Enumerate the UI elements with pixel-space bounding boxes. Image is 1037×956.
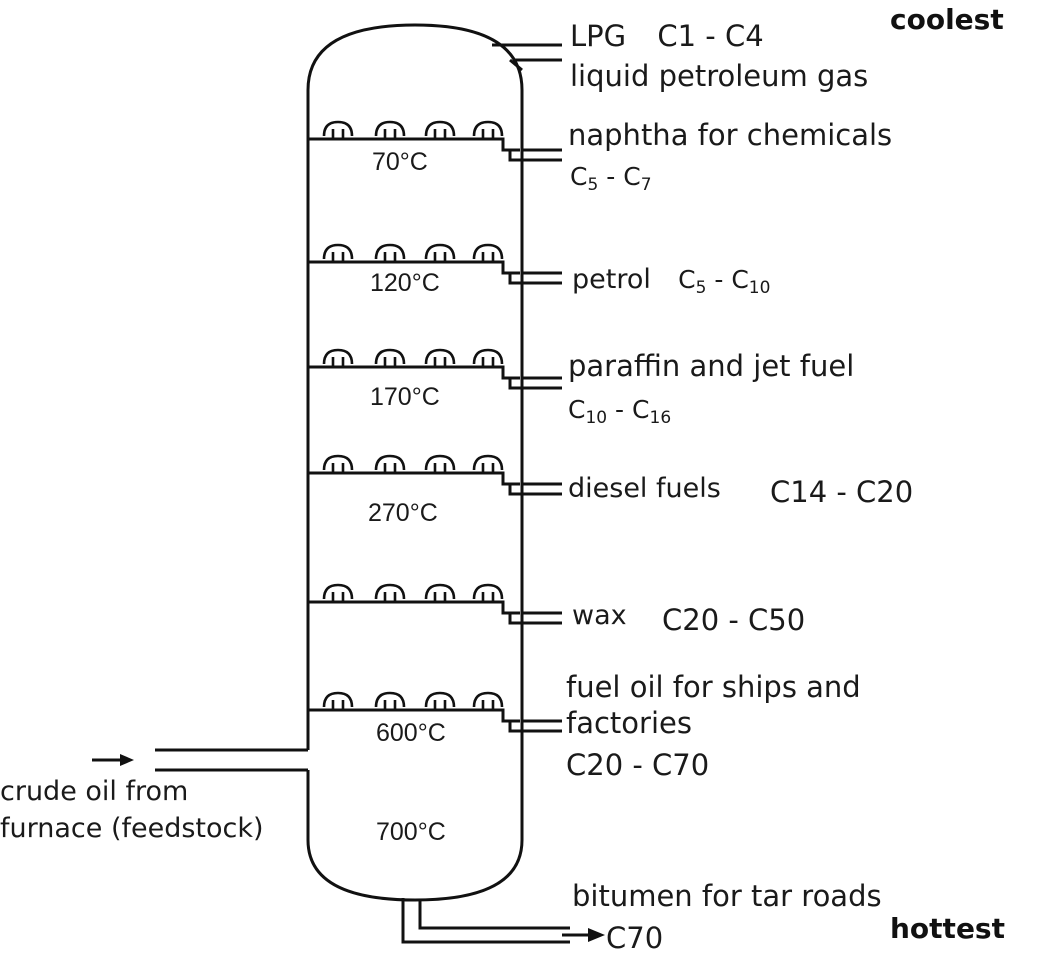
fuel-oil-formula: C20 - C70 — [566, 748, 709, 782]
bubble-cap-icon — [322, 583, 354, 602]
fraction-labels: LPG C1 - C4 liquid petroleum gas naphtha… — [566, 19, 913, 955]
lpg-desc: liquid petroleum gas — [570, 59, 868, 93]
diesel-label: diesel fuels — [568, 473, 721, 504]
bubble-cap-icon — [374, 243, 406, 262]
wax-formula: C20 - C50 — [662, 603, 805, 637]
bubble-cap-icon — [424, 243, 456, 262]
bubble-cap-icon — [322, 691, 354, 710]
tray-5 — [308, 600, 520, 615]
temp-70: 70°C — [372, 148, 428, 176]
bubble-cap-icon — [472, 583, 504, 602]
fuel-oil-label-line2: factories — [566, 706, 692, 740]
bitumen-formula: C70 — [606, 921, 663, 955]
bubble-cap-icon — [472, 243, 504, 262]
feed-label-line1: crude oil from — [0, 776, 188, 807]
temperature-labels: 70°C 120°C 170°C 270°C 600°C 700°C — [368, 148, 446, 846]
feed-label-line2: furnace (feedstock) — [0, 813, 264, 844]
lpg-label: LPG C1 - C4 — [570, 19, 764, 53]
bubble-cap-icon — [472, 691, 504, 710]
coolest-label: coolest — [890, 3, 1004, 36]
fuel-oil-label-line1: fuel oil for ships and — [566, 670, 861, 704]
outlet-pipes — [492, 43, 562, 733]
petrol-label: petrol C5 - C10 — [572, 261, 770, 298]
distillation-column — [306, 23, 524, 902]
paraffin-label: paraffin and jet fuel — [568, 349, 854, 383]
bubble-cap-icon — [424, 691, 456, 710]
bubble-cap-icon — [472, 348, 504, 367]
temp-700: 700°C — [376, 818, 446, 846]
bubble-cap-icon — [472, 454, 504, 473]
bubble-cap-icon — [424, 348, 456, 367]
diesel-formula: C14 - C20 — [770, 475, 913, 509]
wax-label: wax — [572, 600, 627, 631]
naphtha-formula: C5 - C7 — [570, 162, 652, 195]
bubble-cap-icon — [322, 120, 354, 139]
bubble-cap-icon — [374, 454, 406, 473]
hottest-label: hottest — [890, 912, 1005, 945]
temp-270: 270°C — [368, 499, 438, 527]
bitumen-pipe — [401, 898, 605, 944]
tray-4 — [308, 471, 520, 486]
trays — [308, 137, 520, 723]
temp-120: 120°C — [370, 269, 440, 297]
paraffin-formula: C10 - C16 — [568, 395, 671, 428]
feed-pipe — [92, 748, 308, 772]
temp-170: 170°C — [370, 383, 440, 411]
bubble-cap-icon — [322, 348, 354, 367]
bubble-cap-icon — [374, 691, 406, 710]
bitumen-label: bitumen for tar roads — [572, 879, 882, 913]
bubble-cap-icon — [472, 120, 504, 139]
bubble-cap-icon — [374, 348, 406, 367]
tray-3 — [308, 365, 520, 380]
naphtha-label: naphtha for chemicals — [568, 118, 892, 152]
bubble-cap-icon — [374, 120, 406, 139]
bubble-cap-icons — [322, 120, 504, 710]
bubble-cap-icon — [424, 120, 456, 139]
bubble-cap-icon — [424, 583, 456, 602]
bubble-cap-icon — [322, 243, 354, 262]
bubble-cap-icon — [322, 454, 354, 473]
temp-600: 600°C — [376, 719, 446, 747]
bubble-cap-icon — [424, 454, 456, 473]
bubble-cap-icon — [374, 583, 406, 602]
